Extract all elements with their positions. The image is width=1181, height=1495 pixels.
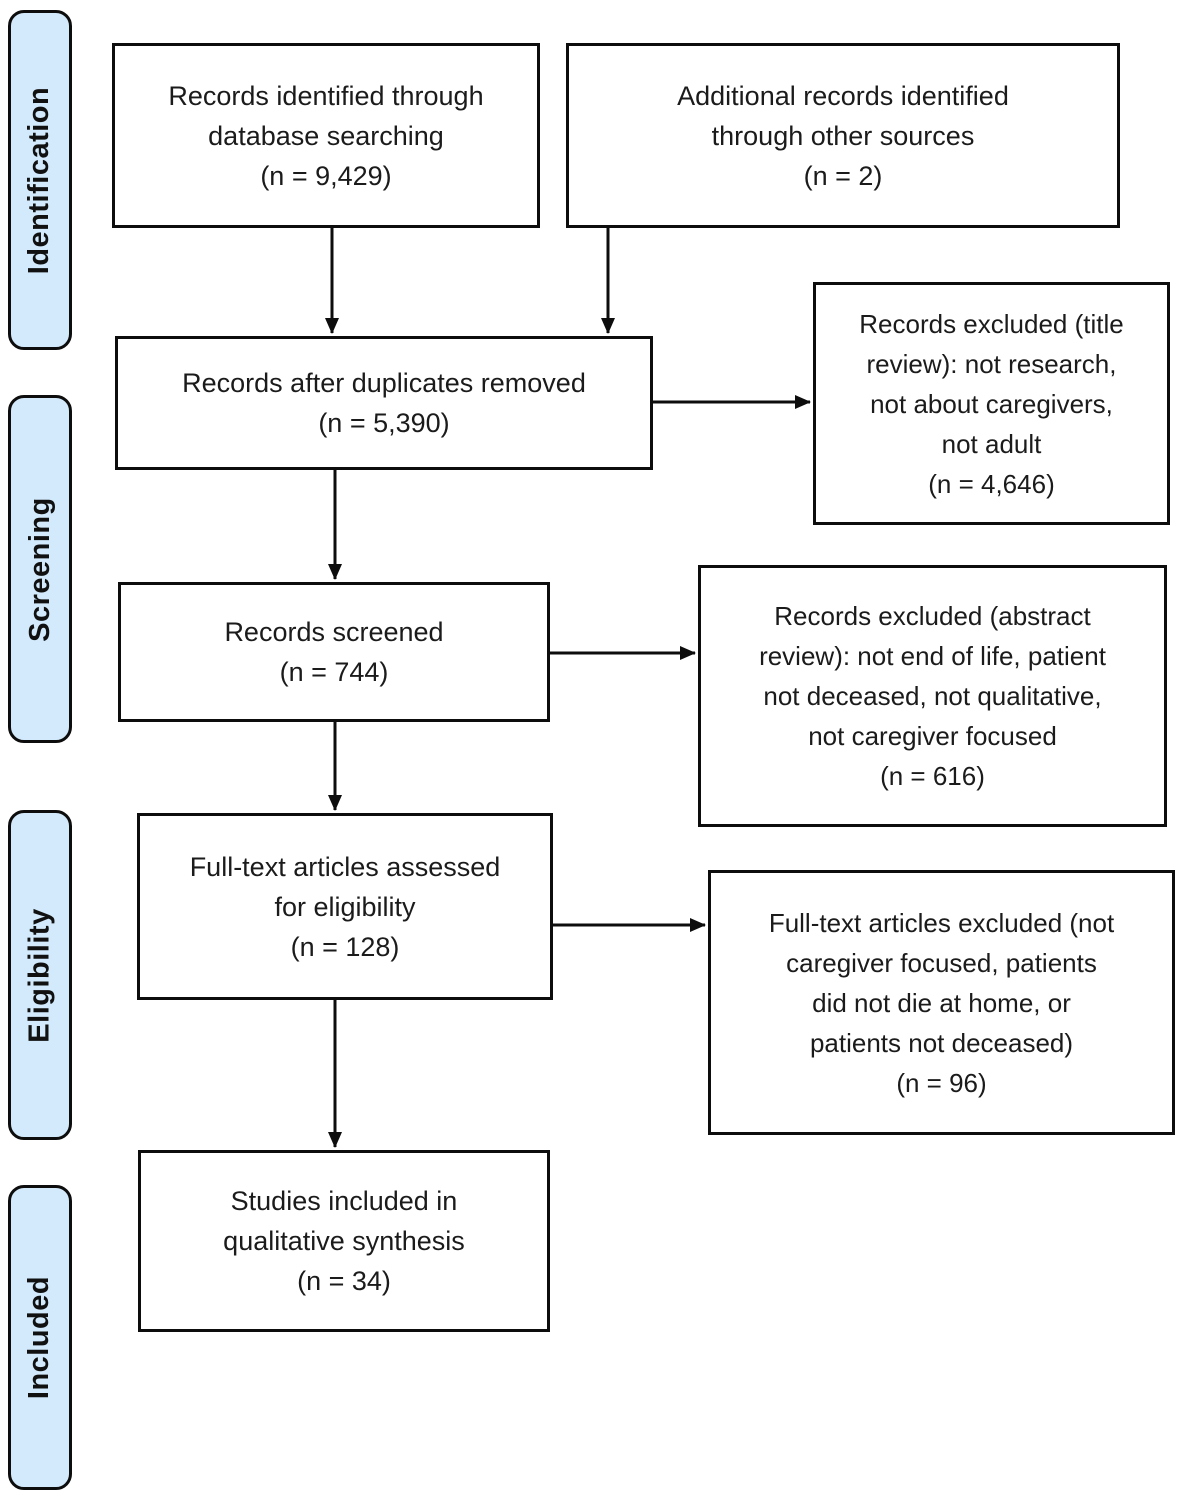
stage-identification-label: Identification [23, 86, 56, 274]
box-excluded-title-review: Records excluded (title review): not res… [813, 282, 1170, 525]
stage-identification: Identification [8, 10, 72, 350]
box-fulltext-assessed: Full-text articles assessed for eligibil… [137, 813, 553, 1000]
box-records-screened: Records screened (n = 744) [118, 582, 550, 722]
stage-included: Included [8, 1185, 72, 1490]
box-excluded-fulltext: Full-text articles excluded (not caregiv… [708, 870, 1175, 1135]
box-excluded-abstract-review: Records excluded (abstract review): not … [698, 565, 1167, 827]
box-additional-records: Additional records identified through ot… [566, 43, 1120, 228]
box-duplicates-removed: Records after duplicates removed (n = 5,… [115, 336, 653, 470]
stage-screening-label: Screening [23, 496, 56, 642]
box-records-identified: Records identified through database sear… [112, 43, 540, 228]
box-studies-included: Studies included in qualitative synthesi… [138, 1150, 550, 1332]
stage-eligibility: Eligibility [8, 810, 72, 1140]
stage-included-label: Included [23, 1275, 56, 1400]
stage-screening: Screening [8, 395, 72, 743]
stage-eligibility-label: Eligibility [23, 907, 56, 1043]
